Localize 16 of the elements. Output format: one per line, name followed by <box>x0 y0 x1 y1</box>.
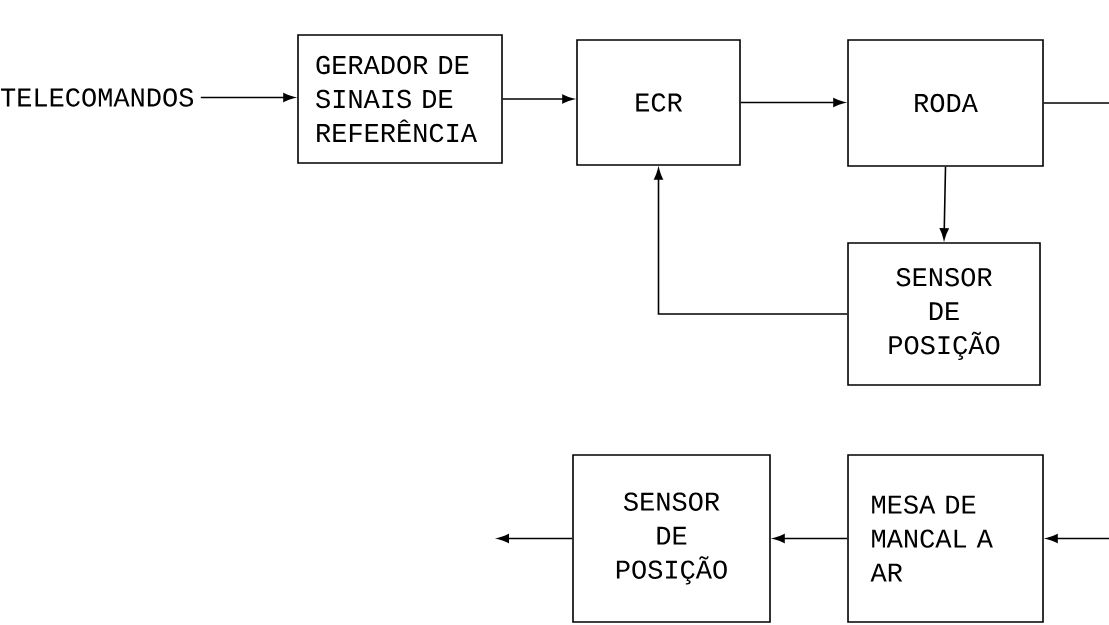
block-box: SENSOR DE POSIÇÃO <box>847 242 1041 386</box>
arrow <box>773 534 848 543</box>
block-box: RODA <box>847 39 1044 167</box>
line <box>1043 102 1109 104</box>
arrow <box>497 534 573 543</box>
arrow <box>654 168 848 315</box>
arrow <box>1046 534 1109 543</box>
arrow <box>200 93 295 102</box>
arrow <box>502 94 574 104</box>
block-box: ECR <box>576 39 741 166</box>
input-label: TELECOMANDOS <box>1 88 194 107</box>
block-box: MESA DE MANCAL A AR <box>847 454 1044 623</box>
block-box: SENSOR DE POSIÇÃO <box>572 454 771 623</box>
block-box: GERADOR DE SINAIS DE REFERÊNCIA <box>297 34 503 164</box>
arrow <box>740 98 845 107</box>
arrow <box>939 166 949 240</box>
